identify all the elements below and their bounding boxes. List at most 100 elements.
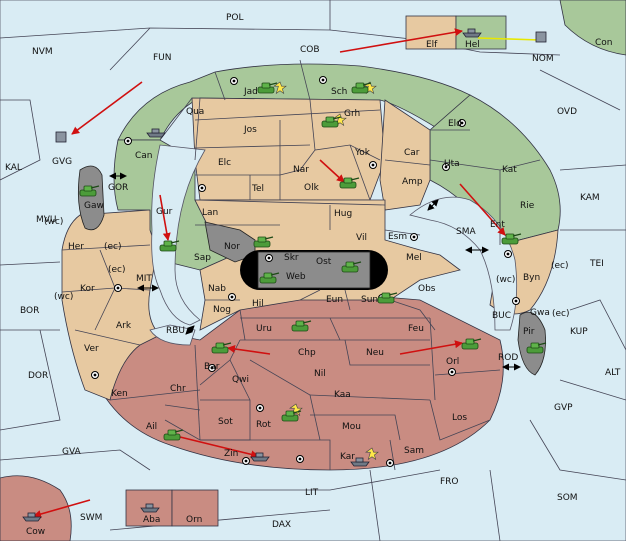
- label-gaw: Gaw: [84, 201, 104, 211]
- label-kam: KAM: [580, 193, 600, 203]
- region-orn[interactable]: [171, 489, 219, 527]
- supply-center-icon: [448, 368, 456, 376]
- label-jos: Jos: [243, 125, 257, 135]
- label-hil: Hil: [252, 299, 264, 309]
- label-obs: Obs: [418, 284, 436, 294]
- label-gwa: Gwa: [530, 308, 550, 318]
- label-gur: Gur: [156, 207, 173, 217]
- supply-center-icon: [319, 76, 327, 84]
- label-kor: Kor: [80, 284, 95, 294]
- label-pir: Pir: [523, 327, 535, 337]
- strait-arrows: [109, 172, 521, 371]
- label-ark: Ark: [116, 321, 132, 331]
- label-con: Con: [595, 38, 613, 48]
- supply-center-icon: [124, 137, 132, 145]
- label-lan: Lan: [202, 208, 218, 218]
- label-fun: FUN: [153, 53, 172, 63]
- region-elf[interactable]: [405, 15, 457, 50]
- supply-center-icon: [242, 457, 250, 465]
- label-coast: (ec): [551, 261, 569, 271]
- label-orn: Orn: [186, 515, 202, 525]
- label-elf: Elf: [426, 40, 438, 50]
- label-cow: Cow: [26, 527, 45, 537]
- label-coast: (ec): [552, 309, 570, 319]
- label-aba: Aba: [143, 515, 160, 525]
- label-rot: Rot: [256, 420, 271, 430]
- label-rie: Rie: [520, 201, 535, 211]
- supply-center-icon: [504, 250, 512, 258]
- label-fro: FRO: [440, 477, 459, 487]
- label-nog: Nog: [213, 305, 231, 315]
- label-web: Web: [286, 272, 306, 282]
- label-olk: Olk: [304, 183, 320, 193]
- label-mvu: MVU: [36, 215, 57, 225]
- label-eld: Eld: [448, 119, 462, 129]
- label-amp: Amp: [402, 177, 423, 187]
- supply-center-icon: [114, 284, 122, 292]
- label-chp: Chp: [298, 348, 316, 358]
- region-aba[interactable]: [125, 489, 173, 527]
- label-neu: Neu: [366, 348, 384, 358]
- label-skr: Skr: [284, 253, 299, 263]
- supply-center-icon: [265, 254, 273, 262]
- label-coast: (wc): [496, 275, 515, 285]
- label-kup: KUP: [570, 327, 588, 337]
- label-mou: Mou: [342, 422, 361, 432]
- label-coast: (wc): [54, 292, 73, 302]
- label-swm: SWM: [80, 513, 102, 523]
- supply-center-icon: [512, 297, 520, 305]
- label-car: Car: [404, 148, 420, 158]
- label-ost: Ost: [316, 257, 332, 267]
- label-sap: Sap: [194, 253, 211, 263]
- supply-center-icon: [386, 459, 394, 467]
- label-jad: Jad: [243, 87, 258, 97]
- supply-center-icon: [296, 455, 304, 463]
- label-lit: LIT: [305, 488, 319, 498]
- label-qwi: Qwi: [232, 375, 249, 385]
- label-grh: Grh: [344, 109, 360, 119]
- label-uru: Uru: [256, 324, 272, 334]
- label-eun: Eun: [326, 295, 343, 305]
- label-hel: Hel: [465, 40, 480, 50]
- label-gvp: GVP: [554, 403, 573, 413]
- label-nom: NOM: [532, 54, 554, 64]
- label-sch: Sch: [331, 87, 347, 97]
- label-tei: TEI: [589, 259, 604, 269]
- label-gva: GVA: [62, 447, 82, 457]
- label-feu: Feu: [408, 324, 424, 334]
- label-qua: Qua: [186, 107, 204, 117]
- label-her: Her: [68, 242, 84, 252]
- supply-center-icon: [228, 293, 236, 301]
- label-bor: BOR: [20, 306, 39, 316]
- supply-center-icon: [410, 233, 418, 241]
- label-orl: Orl: [446, 357, 459, 367]
- supply-center-icon: [230, 77, 238, 85]
- label-los: Los: [452, 413, 467, 423]
- label-rbu: RBU: [166, 326, 185, 336]
- land-labels: Elf Hel Jad Sch Qua Can Jos Grh Eld Elc …: [68, 40, 550, 525]
- label-ver: Ver: [84, 344, 99, 354]
- label-vil: Vil: [356, 233, 367, 243]
- label-pol: POL: [226, 13, 244, 23]
- label-yok: Yok: [354, 148, 371, 158]
- label-hug: Hug: [334, 209, 352, 219]
- region-gaw[interactable]: [77, 165, 105, 231]
- label-mit: MIT: [136, 274, 152, 284]
- label-gvg: GVG: [52, 157, 72, 167]
- label-cob: COB: [300, 45, 320, 55]
- label-sun: Sun: [361, 295, 378, 305]
- label-dax: DAX: [272, 520, 291, 530]
- label-kat: Kat: [502, 165, 517, 175]
- label-buc: BUC: [492, 311, 511, 321]
- region-hel[interactable]: [455, 15, 507, 50]
- label-dor: DOR: [28, 371, 48, 381]
- label-nar: Nar: [293, 165, 309, 175]
- label-nor: Nor: [224, 242, 240, 252]
- region-cow[interactable]: [0, 475, 72, 541]
- supply-center-icon: [369, 161, 377, 169]
- label-alt: ALT: [605, 368, 621, 378]
- label-gor: GOR: [108, 183, 128, 193]
- label-sma: SMA: [456, 227, 476, 237]
- label-rod: ROD: [498, 353, 518, 363]
